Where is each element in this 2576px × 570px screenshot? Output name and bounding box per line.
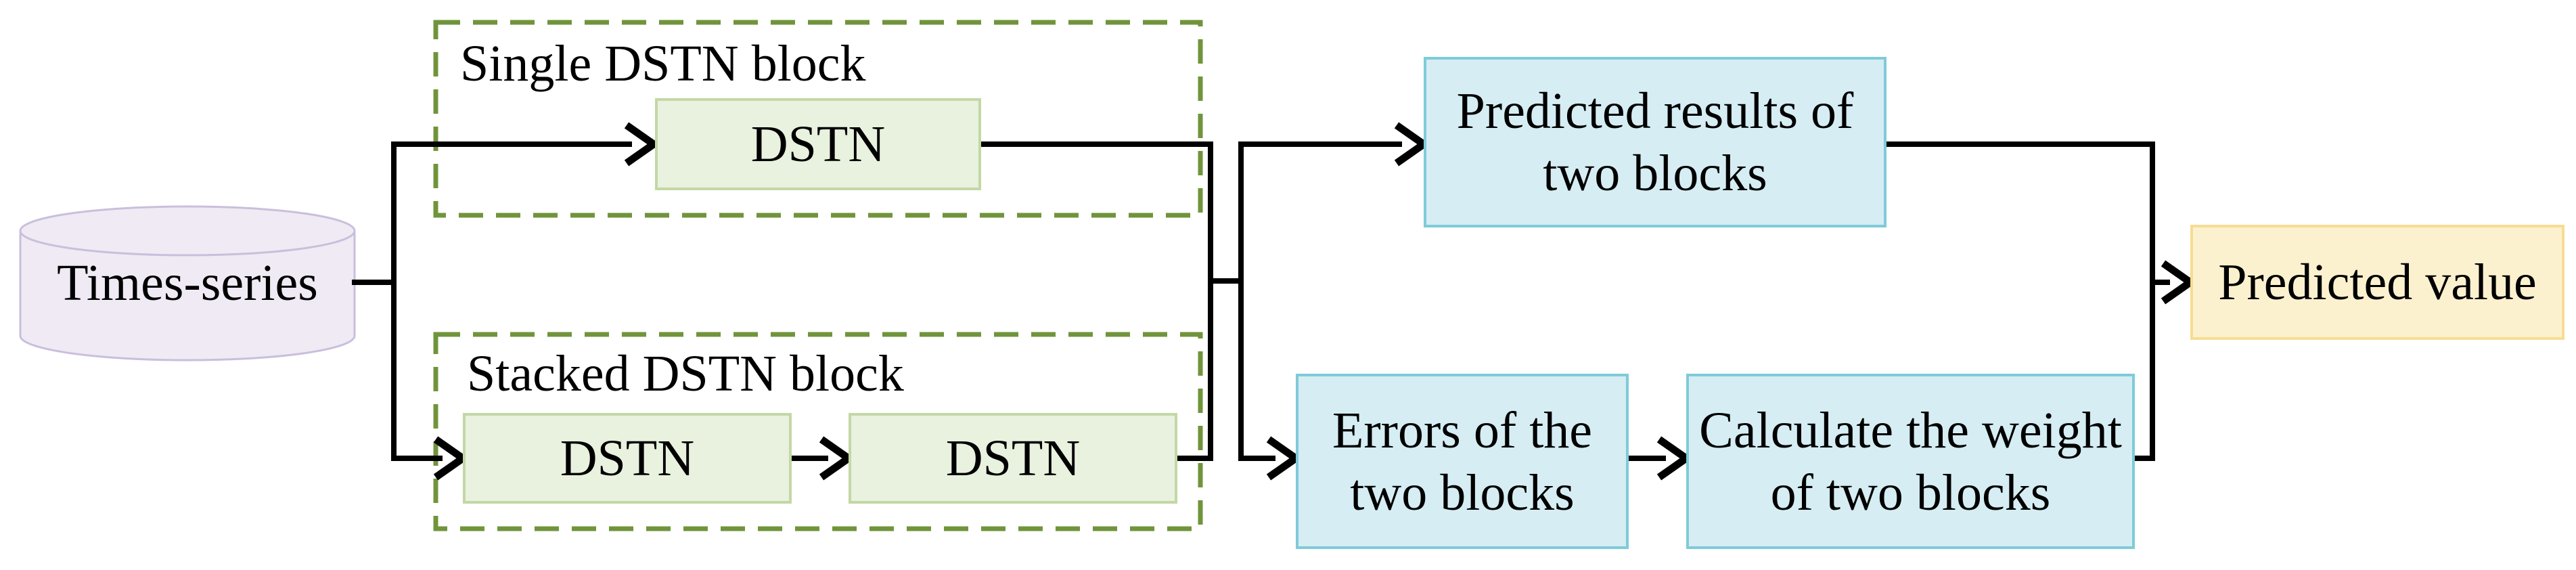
stacked-dstn-group-border: [433, 332, 1203, 531]
predicted-results-box: Predicted results of two blocks: [1424, 57, 1886, 227]
database-cylinder-icon: [19, 231, 356, 361]
stacked-dstn-block-2: DSTN: [849, 413, 1177, 504]
calculate-weight-box: Calculate the weight of two blocks: [1686, 374, 2135, 549]
predicted-value-label: Predicted value: [2218, 254, 2537, 311]
timeseries-source-label: Times-series: [57, 254, 318, 311]
single-dstn-block: DSTN: [655, 98, 981, 190]
calculate-weight-line2: of two blocks: [1770, 464, 2051, 521]
database-cylinder-top-icon: [19, 205, 356, 257]
single-dstn-group-border: [433, 20, 1203, 218]
predicted-results-line2: two blocks: [1543, 145, 1767, 202]
errors-line1: Errors of the: [1332, 401, 1593, 459]
predicted-value-box: Predicted value: [2190, 225, 2564, 340]
calculate-weight-line1: Calculate the weight: [1699, 401, 2122, 459]
stacked-dstn-group-title: Stacked DSTN block: [467, 345, 904, 402]
errors-box: Errors of the two blocks: [1296, 374, 1629, 549]
stacked-dstn-block-1: DSTN: [463, 413, 792, 504]
single-dstn-block-label: DSTN: [750, 116, 886, 173]
errors-line2: two blocks: [1350, 464, 1575, 521]
stacked-dstn-block-2-label: DSTN: [945, 430, 1081, 487]
arrowhead-icon: [624, 122, 660, 167]
single-dstn-group-title: Single DSTN block: [460, 35, 866, 92]
stacked-dstn-block-1-label: DSTN: [560, 430, 695, 487]
predicted-results-line1: Predicted results of: [1456, 83, 1854, 139]
